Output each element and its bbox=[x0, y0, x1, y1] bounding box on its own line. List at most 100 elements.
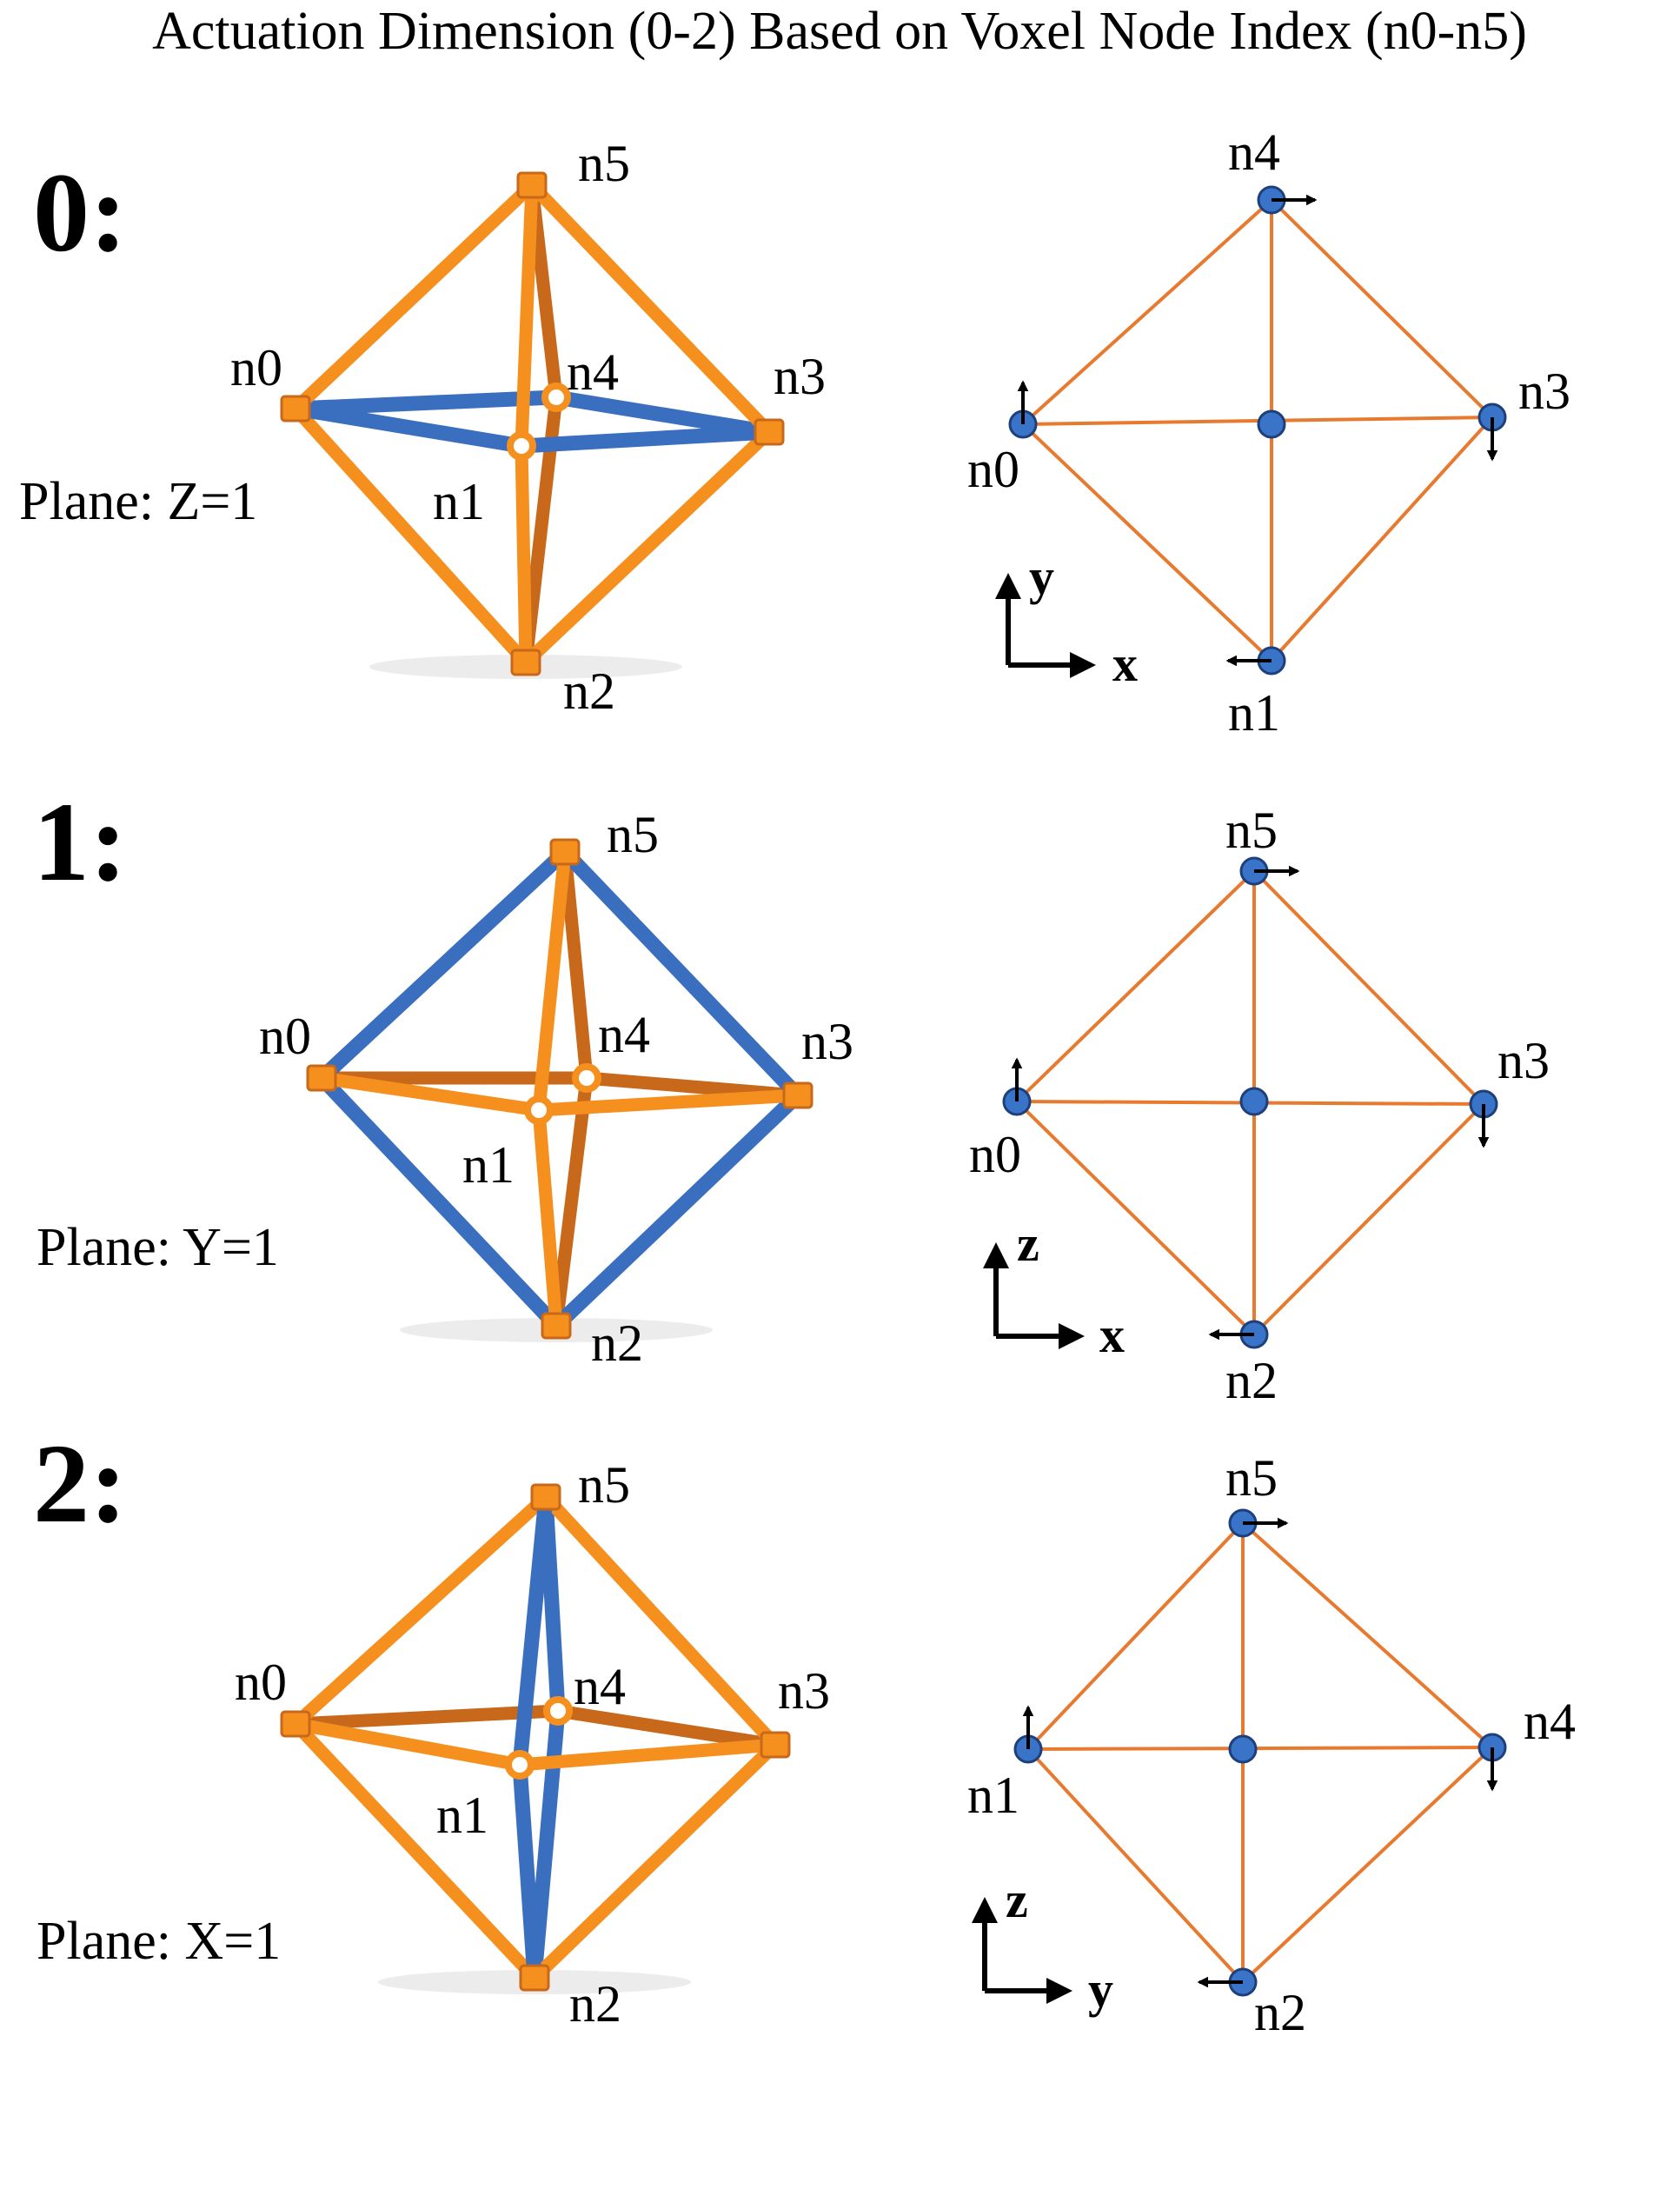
octahedron-label-right: n3 bbox=[774, 348, 826, 405]
octahedron-node-front bbox=[507, 431, 536, 461]
octahedron-label-bottom: n2 bbox=[563, 662, 615, 720]
octahedron-edge-bottom-left bbox=[289, 1717, 541, 1985]
axis-horizontal-label: x bbox=[1099, 1307, 1125, 1363]
axis-vertical-label: y bbox=[1029, 549, 1054, 605]
octahedron-node-bottom bbox=[541, 1312, 572, 1340]
diagram-edge-bottom-left bbox=[1021, 423, 1273, 662]
octahedron-node-left bbox=[280, 1710, 311, 1738]
octahedron-label-top: n5 bbox=[607, 806, 659, 863]
octahedron-edge-right-back bbox=[548, 389, 777, 440]
octahedron-label-left: n0 bbox=[235, 1654, 287, 1711]
octahedron-edge-top-front bbox=[515, 178, 539, 453]
octahedron-node-top bbox=[530, 1483, 561, 1511]
octahedron-edge-top-left bbox=[289, 1490, 553, 1731]
octahedron-node-back bbox=[572, 1063, 601, 1093]
diagram-label-left: n0 bbox=[967, 441, 1019, 498]
axes: xz bbox=[983, 1215, 1125, 1363]
octahedron-node-left bbox=[306, 1064, 337, 1092]
octahedron-edge-top-right bbox=[525, 178, 776, 439]
octahedron-edge-bottom-left bbox=[289, 402, 533, 669]
axes: xy bbox=[995, 549, 1138, 692]
octahedron-edge-bottom-left bbox=[314, 1070, 564, 1334]
diagram-node-center bbox=[1257, 409, 1286, 439]
dimension-label: 0: bbox=[33, 150, 127, 276]
plane-label: Plane: Z=1 bbox=[19, 472, 257, 531]
diagram-label-top: n4 bbox=[1228, 123, 1280, 181]
octahedron-node-front bbox=[524, 1095, 554, 1125]
octahedron-label-front: n1 bbox=[462, 1136, 515, 1194]
octahedron-node-front bbox=[505, 1750, 535, 1780]
diagram-label-bottom: n2 bbox=[1225, 1352, 1278, 1409]
octahedron-edge-bottom-front bbox=[515, 439, 533, 669]
diagram-edge-right-bottom bbox=[1270, 416, 1494, 662]
diagram-label-left: n1 bbox=[967, 1767, 1019, 1824]
plane-label: Plane: X=1 bbox=[37, 1912, 281, 1971]
octahedron-label-left: n0 bbox=[259, 1008, 311, 1065]
octahedron-edge-bottom-right bbox=[528, 1738, 782, 1985]
octahedron-edge-left-front bbox=[288, 401, 529, 454]
diagram-label-left: n0 bbox=[969, 1126, 1021, 1183]
diagram-node-center bbox=[1239, 1087, 1269, 1116]
diagram-edge-left-top bbox=[1015, 869, 1256, 1103]
axis-vertical-label: z bbox=[1017, 1215, 1039, 1272]
diagram-label-bottom: n2 bbox=[1254, 1984, 1306, 2041]
octahedron-label-back: n4 bbox=[574, 1658, 626, 1715]
diagram-edge-right-bottom bbox=[1252, 1102, 1485, 1336]
octahedron-node-top bbox=[549, 838, 581, 866]
diagram-label-right: n4 bbox=[1524, 1693, 1576, 1750]
diagram-edge-left-top bbox=[1021, 198, 1273, 426]
octahedron-node-back bbox=[543, 1696, 573, 1726]
diagram-label-top: n5 bbox=[1225, 1449, 1278, 1507]
octahedron-edge-bottom-right bbox=[519, 425, 776, 669]
octahedron-label-right: n3 bbox=[778, 1662, 830, 1720]
diagram-label-bottom: n1 bbox=[1228, 684, 1280, 742]
octahedron-node-bottom bbox=[510, 649, 541, 676]
octahedron-label-front: n1 bbox=[433, 473, 485, 530]
octahedron-edge-top-right bbox=[557, 844, 806, 1103]
dimension-label: 1: bbox=[33, 780, 127, 905]
octahedron-edge-bottom-front bbox=[512, 1757, 542, 1986]
axes: yz bbox=[972, 1872, 1113, 2018]
diagram-edge-bottom-left bbox=[1026, 1747, 1245, 1984]
octahedron-node-left bbox=[280, 395, 311, 423]
octahedron-edge-right-front bbox=[513, 1738, 782, 1772]
octahedron-edge-right-back bbox=[551, 1704, 782, 1752]
plane-diagram: n5 n1 n4 n2 yz bbox=[967, 1449, 1576, 2041]
axis-horizontal-label: x bbox=[1112, 636, 1138, 692]
octahedron-label-bottom: n2 bbox=[591, 1314, 643, 1372]
diagram-label-top: n5 bbox=[1225, 802, 1278, 859]
octahedron-node-right bbox=[760, 1731, 791, 1759]
diagram-edge-left-right bbox=[1027, 1746, 1493, 1751]
octahedron-edge-left-back bbox=[288, 389, 564, 416]
octahedron-label-top: n5 bbox=[578, 135, 630, 192]
octahedron-edge-left-front bbox=[289, 1717, 527, 1772]
diagram-edge-top-right bbox=[1252, 869, 1485, 1106]
octahedron-node-right bbox=[754, 418, 785, 446]
octahedron-label-top: n5 bbox=[578, 1456, 630, 1514]
octahedron-edge-top-back bbox=[558, 845, 594, 1085]
diagram-edge-right-bottom bbox=[1241, 1746, 1494, 1984]
octahedron-edge-top-left bbox=[314, 844, 573, 1086]
diagram-edge-top-right bbox=[1241, 1521, 1494, 1749]
octahedron-edge-right-front bbox=[514, 424, 777, 454]
diagram-node-center bbox=[1228, 1734, 1258, 1764]
octahedron-edge-bottom-right bbox=[548, 1088, 806, 1334]
diagram-edge-top-right bbox=[1270, 198, 1494, 419]
octahedron-label-left: n0 bbox=[230, 339, 282, 396]
octahedron-edge-left-back bbox=[289, 1704, 565, 1731]
octahedron-node-bottom bbox=[519, 1964, 550, 1992]
octahedron-edge-top-front bbox=[532, 845, 572, 1117]
plane-label: Plane: Y=1 bbox=[37, 1218, 279, 1277]
diagram-label-right: n3 bbox=[1518, 363, 1570, 420]
axis-vertical-label: z bbox=[1006, 1872, 1028, 1928]
diagram-edge-left-top bbox=[1026, 1521, 1245, 1751]
octahedron-label-front: n1 bbox=[436, 1787, 488, 1844]
